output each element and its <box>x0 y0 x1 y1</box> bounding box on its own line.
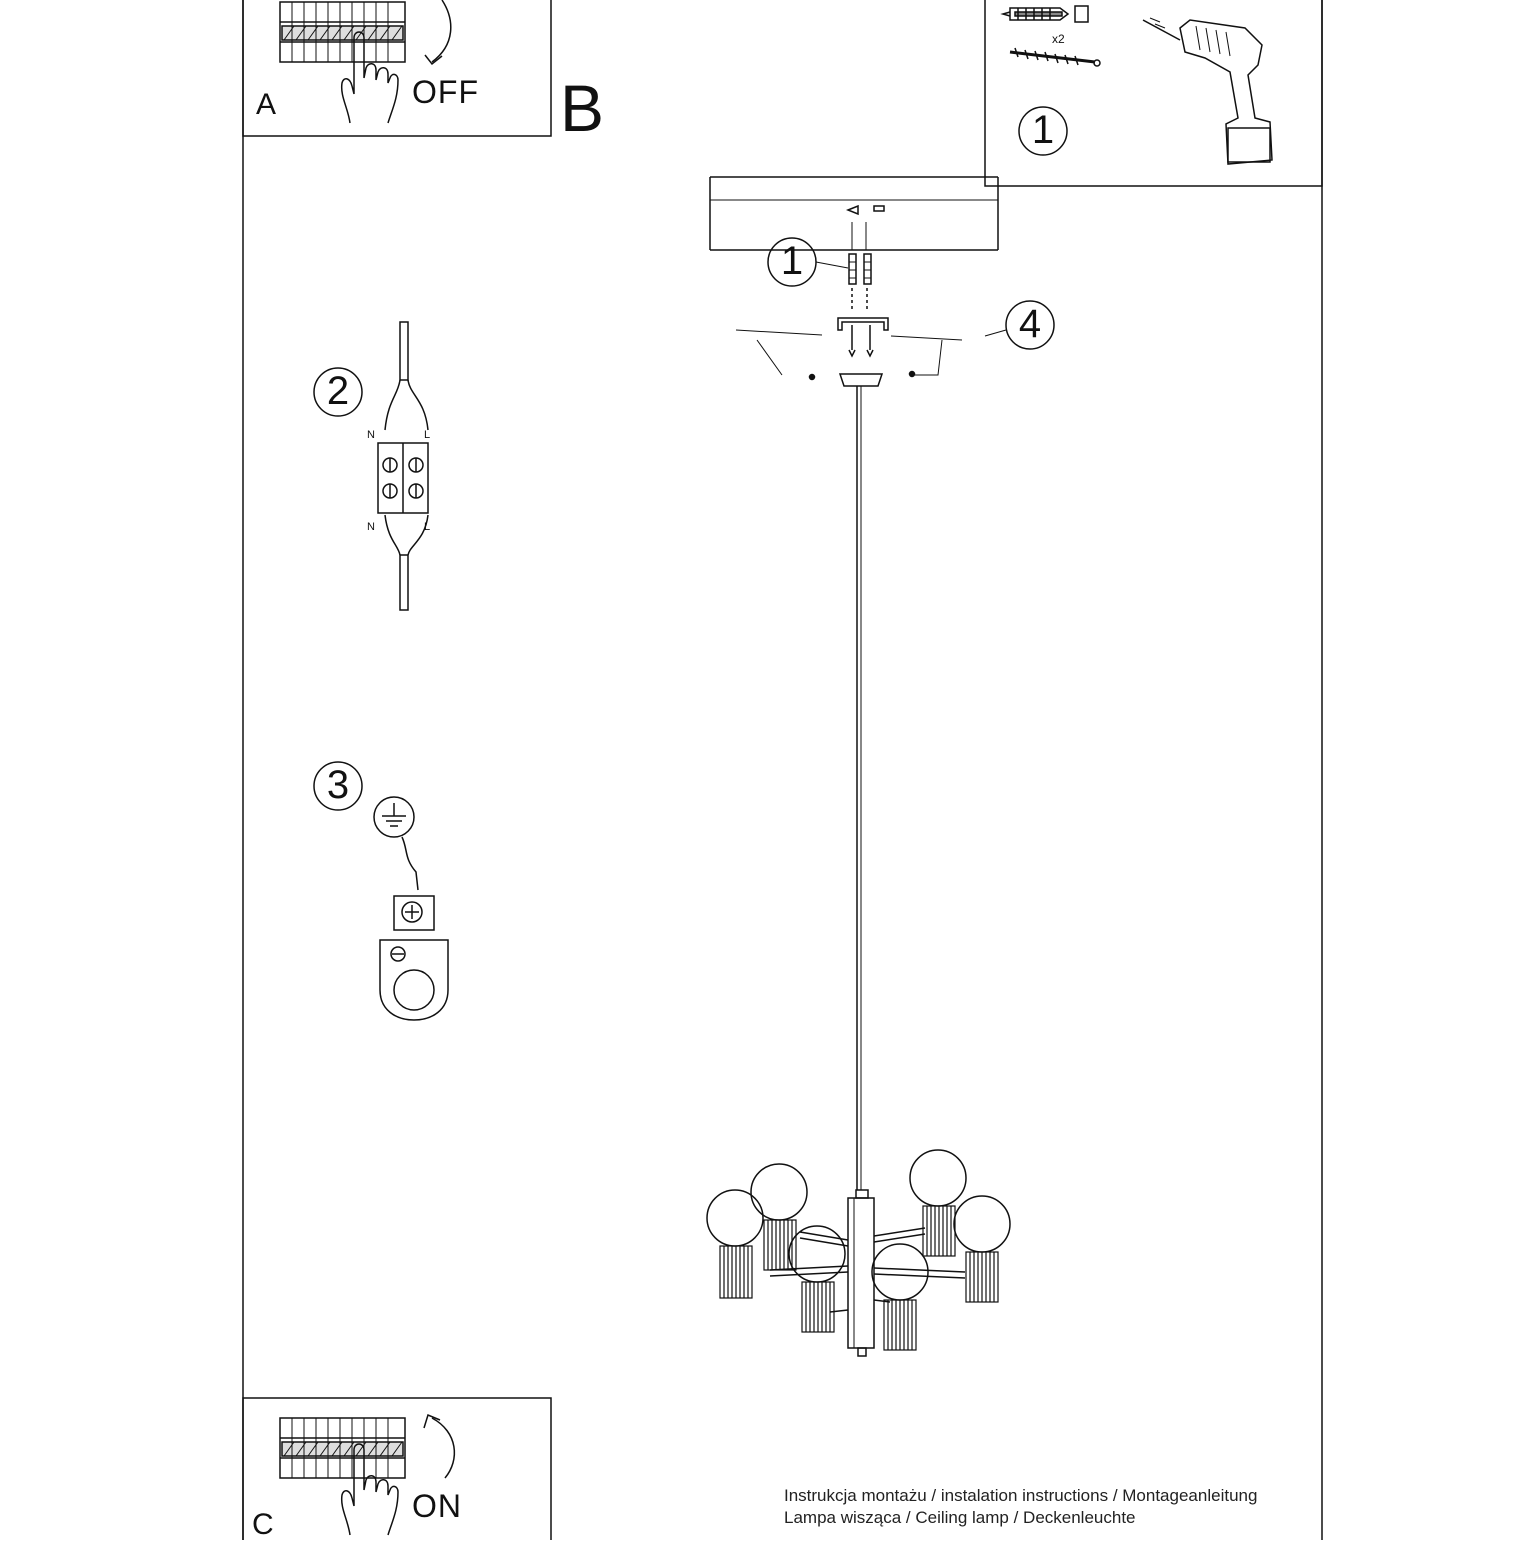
fuse-box-icon <box>279 1417 406 1479</box>
earth-symbol-icon <box>373 796 415 838</box>
globe <box>871 1243 929 1301</box>
step-circle <box>313 367 363 417</box>
earth-terminal <box>379 895 449 1021</box>
panel-c-box <box>242 1397 552 1540</box>
on-arrow-head <box>423 1413 441 1429</box>
off-arrow-head <box>424 54 443 66</box>
live-label-bottom: L <box>424 521 431 533</box>
wall-plug-pair <box>848 253 872 312</box>
off-label: OFF <box>412 74 479 110</box>
mount-step-number: 1 <box>780 239 804 283</box>
on-label: ON <box>412 1488 462 1524</box>
live-label-top: L <box>424 429 431 441</box>
terminal-block <box>377 321 429 611</box>
wall-plug-icon <box>1000 5 1089 23</box>
on-arrow <box>431 1417 456 1479</box>
neutral-label-top: N <box>367 429 375 441</box>
off-arrow <box>431 0 452 63</box>
tools-step-number: 1 <box>1031 108 1055 152</box>
ceiling-plate <box>709 176 999 251</box>
fuse-box-icon <box>279 1 406 63</box>
panel-a-letter: A <box>256 88 277 121</box>
hand-icon <box>340 1443 399 1536</box>
globe <box>750 1163 808 1221</box>
globe <box>953 1195 1011 1253</box>
globe <box>706 1189 764 1247</box>
cover-step-number: 4 <box>1018 302 1042 346</box>
quantity-label: x2 <box>1052 32 1065 46</box>
step-circle <box>313 761 363 811</box>
step-circle <box>1005 300 1055 350</box>
footer-title: Instrukcja montażu / instalation instruc… <box>784 1486 1258 1505</box>
screw-icon <box>1009 47 1101 67</box>
panel-c-letter: C <box>252 1508 274 1541</box>
step-circle <box>1018 106 1068 156</box>
drill-icon <box>1142 17 1273 165</box>
neutral-label-bottom: N <box>367 521 375 533</box>
earth-wire <box>401 836 419 891</box>
chandelier <box>706 1149 1011 1357</box>
hand-icon <box>340 31 399 124</box>
canopy <box>838 373 884 387</box>
footer-subtitle: Lampa wisząca / Ceiling lamp / Deckenleu… <box>784 1508 1136 1527</box>
panel-a-box <box>242 0 552 137</box>
wiring-step-number: 2 <box>326 369 350 413</box>
panel-b-letter: B <box>560 71 605 145</box>
mounting-bracket <box>837 317 889 358</box>
earth-step-number: 3 <box>326 763 350 807</box>
globe <box>909 1149 967 1207</box>
tools-box <box>984 0 1323 187</box>
